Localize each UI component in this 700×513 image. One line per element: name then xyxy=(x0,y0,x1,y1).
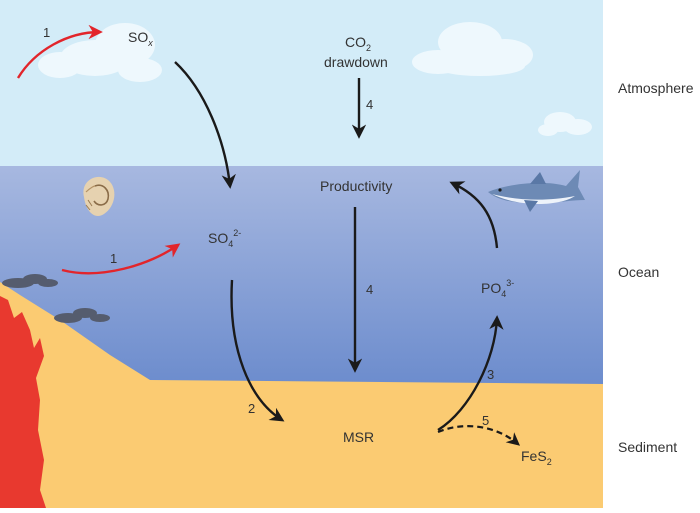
msr-label: MSR xyxy=(343,429,374,445)
arrow-number: 5 xyxy=(482,413,489,428)
zone-label-sediment: Sediment xyxy=(618,439,677,455)
arrow-sox-to-so4 xyxy=(174,61,236,189)
arrow-number: 1 xyxy=(43,25,50,40)
arrow-number: 3 xyxy=(487,367,494,382)
po4-label: PO43- xyxy=(481,278,514,299)
arrow-number: 1 xyxy=(110,251,117,266)
arrow-number: 2 xyxy=(248,401,255,416)
fes2-label: FeS2 xyxy=(521,448,552,467)
cloud-icon xyxy=(538,112,592,136)
sox-label: SOx xyxy=(128,29,153,48)
arrow-number: 4 xyxy=(366,97,373,112)
nautilus-icon xyxy=(83,176,115,217)
productivity-label: Productivity xyxy=(320,178,392,194)
shark-icon xyxy=(488,170,585,212)
arrow-msr-to-po4 xyxy=(437,315,504,432)
zone-label-ocean: Ocean xyxy=(618,264,659,280)
co2-label: CO2 xyxy=(345,34,371,53)
arrow-number: 4 xyxy=(366,282,373,297)
smoke-icon xyxy=(54,308,110,323)
zone-label-atmosphere: Atmosphere xyxy=(618,80,694,96)
drawdown-label: drawdown xyxy=(324,54,388,70)
cloud-icon xyxy=(412,22,533,76)
so4-label: SO42- xyxy=(208,228,241,249)
arrow-so4-to-msr xyxy=(230,279,285,422)
atmosphere-panel xyxy=(0,0,603,166)
red-arrow-to-sox xyxy=(16,24,103,79)
red-arrow-to-so4 xyxy=(61,243,181,275)
cloud-icon xyxy=(38,23,162,82)
arrow-msr-to-fes2 xyxy=(437,425,521,446)
continental-slope xyxy=(0,282,603,508)
arrow-po4-to-productivity xyxy=(449,181,499,249)
smoke-icon xyxy=(2,274,58,288)
volcano-icon xyxy=(0,296,46,508)
